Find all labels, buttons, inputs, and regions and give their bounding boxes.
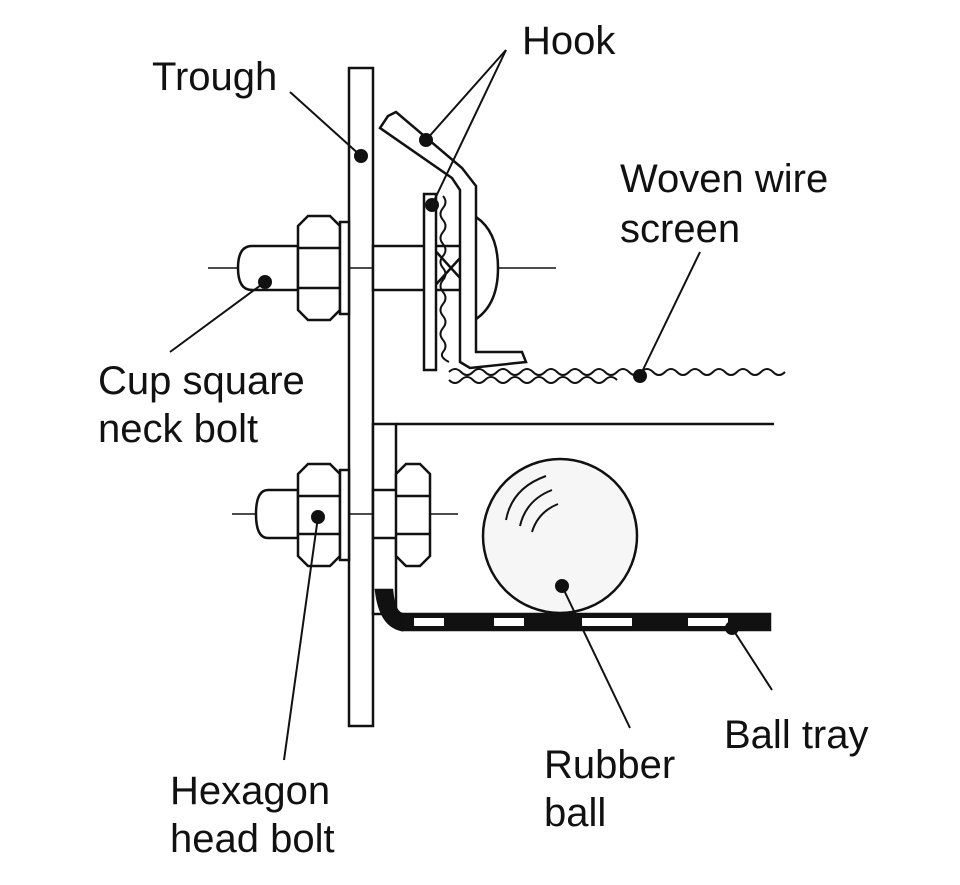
woven-wire-screen bbox=[439, 195, 786, 384]
cup-head bbox=[469, 211, 500, 325]
tray-perforation bbox=[688, 618, 728, 626]
leaders bbox=[169, 49, 773, 761]
ball-leader bbox=[561, 585, 631, 729]
screen-vertical-wave bbox=[439, 195, 450, 363]
screen-dot bbox=[633, 369, 647, 383]
labels: Trough Hook Woven wire screen Cup square… bbox=[98, 19, 869, 861]
tray-perforation bbox=[494, 618, 524, 626]
tray-perforation bbox=[414, 618, 444, 626]
trough-leader bbox=[289, 91, 362, 157]
label-hexagon-head-bolt-1: Hexagon bbox=[170, 769, 330, 813]
cup-square-neck-bolt bbox=[208, 211, 556, 325]
tray-dot bbox=[725, 621, 739, 635]
label-rubber-ball-1: Rubber bbox=[544, 743, 675, 787]
bolt-shank-end bbox=[236, 244, 300, 292]
screen-leader bbox=[639, 251, 701, 377]
tray-corner-weld bbox=[374, 588, 404, 632]
hook-dot-1 bbox=[419, 133, 433, 147]
cup-bolt-leader bbox=[169, 281, 266, 353]
label-woven-wire-screen-1: Woven wire bbox=[620, 157, 828, 201]
label-cup-square-neck-bolt-1: Cup square bbox=[98, 359, 305, 403]
hex-bolt-shank bbox=[371, 488, 399, 540]
hex-bolt-end bbox=[254, 488, 300, 540]
hex-nut-lower bbox=[394, 462, 432, 568]
hook-body bbox=[378, 110, 528, 370]
trough-dot bbox=[354, 149, 368, 163]
washer-lower-left bbox=[338, 468, 351, 562]
hook-dot-2 bbox=[425, 198, 439, 212]
washer-upper bbox=[338, 220, 351, 316]
tray-leader bbox=[731, 627, 773, 691]
hook bbox=[378, 110, 528, 372]
tray-perforation bbox=[582, 618, 632, 626]
label-ball-tray: Ball tray bbox=[724, 713, 869, 757]
hook-leader-1 bbox=[425, 49, 507, 141]
hex-nut-upper bbox=[296, 214, 342, 322]
label-rubber-ball-2: ball bbox=[544, 791, 606, 835]
ball-highlight bbox=[519, 489, 553, 527]
trough-plate bbox=[347, 66, 375, 728]
ball-highlight bbox=[505, 475, 547, 521]
screen-horizontal-wave bbox=[448, 368, 786, 376]
trough bbox=[347, 66, 375, 728]
hexagon-head-bolt bbox=[232, 462, 458, 568]
hex-bolt-dot bbox=[311, 510, 325, 524]
hex-bolt-leader bbox=[283, 516, 319, 761]
label-hook: Hook bbox=[522, 19, 616, 63]
label-cup-square-neck-bolt-2: neck bolt bbox=[98, 407, 258, 451]
ball-highlight bbox=[531, 503, 559, 533]
cup-bolt-dot bbox=[258, 275, 272, 289]
hook-leader-2 bbox=[431, 49, 507, 206]
bolt-shank bbox=[371, 244, 433, 292]
label-trough: Trough bbox=[152, 55, 277, 99]
label-woven-wire-screen-2: screen bbox=[620, 207, 740, 251]
label-hexagon-head-bolt-2: head bolt bbox=[170, 817, 335, 861]
screen-horizontal-wave-lower bbox=[448, 376, 618, 384]
hook-clamp-strip bbox=[422, 192, 438, 372]
ball-dot bbox=[555, 579, 569, 593]
ball-tray bbox=[374, 588, 772, 632]
